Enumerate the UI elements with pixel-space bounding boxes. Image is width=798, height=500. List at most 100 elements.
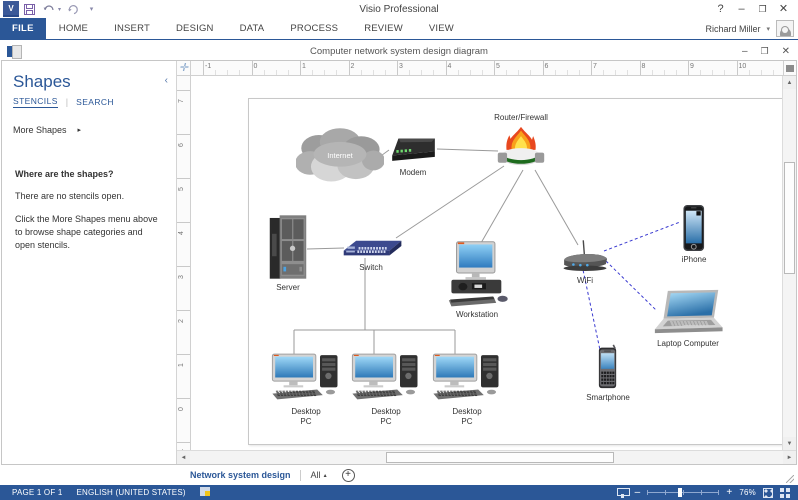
account-dropdown-icon[interactable]: ▾: [766, 25, 770, 33]
horizontal-scrollbar[interactable]: ◄ ►: [177, 450, 796, 464]
shape-workstation[interactable]: Workstation: [445, 239, 509, 319]
fit-to-window-icon[interactable]: [763, 487, 773, 498]
shape-wifi[interactable]: WiFi: [556, 239, 614, 285]
horizontal-scroll-track[interactable]: [190, 451, 783, 464]
customize-qat-icon[interactable]: ▾: [89, 6, 94, 13]
ruler-tick-label: 6: [544, 63, 549, 70]
undo-icon[interactable]: [40, 1, 57, 17]
connector-router-workstation[interactable]: [480, 169, 524, 244]
shape-switch[interactable]: Switch: [340, 234, 402, 272]
scroll-up-button[interactable]: ▲: [783, 76, 796, 89]
ruler-tick: [542, 61, 544, 75]
ruler-minor-tick: [421, 70, 423, 75]
zoom-slider[interactable]: [647, 488, 720, 497]
ruler-tick: [688, 61, 689, 75]
tab-view[interactable]: VIEW: [428, 23, 454, 34]
more-shapes-menu[interactable]: More Shapes ▸: [2, 108, 176, 135]
shape-label-switch: Switch: [359, 263, 383, 272]
help-icon[interactable]: ?: [717, 2, 724, 15]
ruler-tick: [591, 61, 592, 75]
add-page-button[interactable]: +: [341, 468, 355, 482]
ruler-tick: [348, 61, 350, 75]
page-indicator[interactable]: PAGE 1 OF 1: [12, 488, 63, 497]
shapes-help-line-2: Click the More Shapes menu above to brow…: [15, 214, 158, 251]
undo-dropdown-icon[interactable]: ▾: [58, 6, 62, 13]
connector-wifi-iphone[interactable]: [603, 221, 681, 252]
document-restore-button[interactable]: ❐: [760, 46, 769, 56]
vertical-scroll-thumb[interactable]: [784, 162, 795, 274]
scroll-down-button[interactable]: ▼: [783, 437, 796, 450]
tab-review[interactable]: REVIEW: [364, 23, 403, 34]
document-minimize-button[interactable]: –: [741, 46, 748, 57]
tab-file[interactable]: FILE: [0, 18, 46, 39]
zoom-slider-thumb[interactable]: [678, 488, 683, 497]
full-screen-icon[interactable]: [780, 487, 790, 498]
tabs-divider: |: [65, 97, 69, 107]
collapse-panel-icon[interactable]: ‹: [164, 75, 168, 86]
shape-smartphone[interactable]: Smartphone: [586, 344, 630, 402]
vertical-scrollbar[interactable]: ▲ ▼: [782, 76, 796, 450]
shape-iphone[interactable]: iPhone: [682, 204, 706, 264]
zoom-in-button[interactable]: +: [726, 486, 733, 498]
ruler-tick-label: 10: [738, 63, 747, 70]
tab-process[interactable]: PROCESS: [290, 23, 339, 34]
scroll-left-button[interactable]: ◄: [177, 451, 190, 464]
shape-internet[interactable]: Internet: [295, 127, 385, 189]
save-icon[interactable]: [21, 1, 38, 17]
tab-search[interactable]: SEARCH: [76, 97, 114, 107]
connector-modem-router[interactable]: [436, 148, 499, 152]
minimize-button[interactable]: –: [738, 2, 745, 15]
tab-stencils[interactable]: STENCILS: [13, 96, 58, 108]
language-indicator[interactable]: ENGLISH (UNITED STATES): [76, 488, 186, 497]
shape-modem[interactable]: Modem: [387, 131, 439, 177]
connector-router-switch[interactable]: [395, 165, 505, 239]
language-status-icon[interactable]: [193, 487, 217, 498]
resize-grip[interactable]: [786, 475, 794, 483]
ruler-origin-handle[interactable]: ✛: [177, 61, 191, 76]
ruler-minor-tick: [275, 70, 277, 75]
shape-pc3[interactable]: Desktop PC: [432, 352, 502, 426]
horizontal-ruler[interactable]: -101234567891011: [191, 61, 783, 76]
scroll-right-button[interactable]: ►: [783, 451, 796, 464]
all-pages-button[interactable]: All ▴: [301, 470, 332, 480]
iphone-icon: [682, 204, 706, 257]
zoom-level-label[interactable]: 76%: [739, 488, 756, 497]
tab-insert[interactable]: INSERT: [114, 23, 150, 34]
account-name[interactable]: Richard Miller: [705, 23, 761, 34]
drawing-page[interactable]: Internet Modem Router/Firewall: [248, 98, 782, 445]
ruler-minor-tick: [433, 70, 435, 75]
tab-data[interactable]: DATA: [239, 23, 265, 34]
shape-pc2[interactable]: Desktop PC: [351, 352, 421, 426]
ruler-row: ✛ -101234567891011: [177, 61, 796, 76]
ruler-corner-button[interactable]: [783, 61, 796, 76]
shape-label-wifi: WiFi: [577, 276, 593, 285]
shape-laptop[interactable]: Laptop Computer: [652, 288, 724, 348]
connector-wifi-laptop[interactable]: [605, 260, 657, 311]
restore-button[interactable]: ❐: [758, 3, 767, 14]
tab-design[interactable]: DESIGN: [175, 23, 214, 34]
horizontal-scroll-thumb[interactable]: [386, 452, 614, 463]
avatar[interactable]: [776, 20, 794, 37]
ruler-minor-tick: [239, 70, 241, 75]
document-close-button[interactable]: ✕: [781, 46, 790, 57]
canvas-viewport[interactable]: Internet Modem Router/Firewall: [191, 76, 782, 450]
connector-router-wifi[interactable]: [534, 169, 579, 246]
ruler-minor-tick: [627, 70, 629, 75]
page-tab-network-system-design[interactable]: Network system design: [190, 470, 291, 480]
ruler-tick-label: 2: [350, 63, 355, 70]
connector-server-switch[interactable]: [306, 247, 345, 250]
shape-router[interactable]: Router/Firewall: [492, 113, 550, 172]
shape-pc1[interactable]: Desktop PC: [271, 352, 341, 426]
ruler-tick: [177, 222, 190, 223]
tab-home[interactable]: HOME: [58, 23, 89, 34]
zoom-out-button[interactable]: –: [634, 486, 641, 498]
smartphone-icon: [596, 344, 620, 395]
connector-wifi-smartphone[interactable]: [581, 264, 601, 351]
redo-icon[interactable]: [64, 1, 81, 17]
desktop-pc-icon: [351, 352, 421, 409]
close-button[interactable]: ✕: [778, 2, 789, 15]
shape-server[interactable]: Server: [269, 214, 307, 292]
fit-page-icon[interactable]: [616, 487, 630, 498]
